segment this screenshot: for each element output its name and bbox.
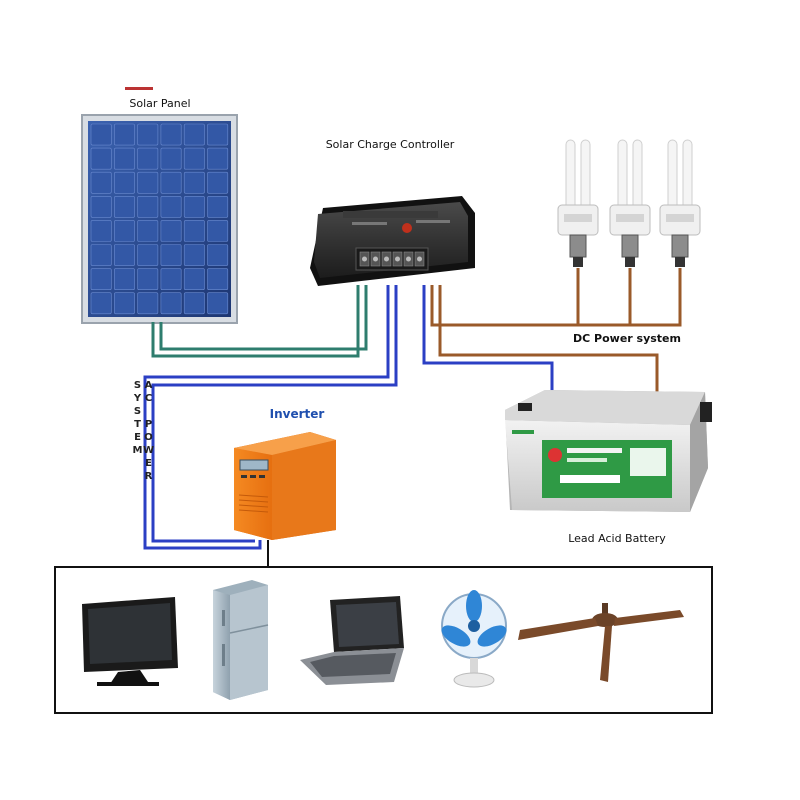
solar-cell — [114, 244, 135, 266]
dc-power-system-label: DC Power system — [573, 332, 681, 345]
dc-bulbs — [557, 139, 701, 267]
tv — [82, 597, 178, 686]
solar-panel-label: Solar Panel — [129, 97, 190, 110]
inverter-label: Inverter — [270, 407, 325, 421]
solar-cell — [137, 147, 159, 170]
solar-cell — [207, 171, 229, 194]
solar-cell — [183, 123, 205, 146]
solar-cell — [90, 171, 112, 194]
solar-cell — [114, 147, 135, 170]
solar-cell — [137, 292, 159, 315]
solar-cell — [160, 244, 182, 266]
battery-terminal — [518, 403, 532, 411]
controller-red-indicator — [402, 223, 412, 233]
solar-cell — [183, 171, 205, 194]
terminal-screw-head — [406, 256, 411, 262]
terminal-screw-head — [362, 256, 367, 262]
cfl-bulb — [609, 139, 651, 267]
ac-loads-frame — [54, 566, 713, 714]
refrigerator — [213, 580, 269, 700]
solar-cell — [114, 123, 135, 146]
solar-cell — [114, 268, 135, 291]
cfl-bulb — [659, 139, 701, 267]
blue-wires — [143, 285, 554, 550]
terminal-screw-head — [417, 256, 422, 262]
terminal-screw-head — [384, 256, 389, 262]
solar-cell — [114, 220, 135, 242]
table-fan — [441, 590, 507, 688]
laptop — [300, 596, 404, 685]
terminal-screw-head — [373, 256, 378, 262]
solar-cell — [183, 244, 205, 266]
solar-cell — [137, 268, 159, 291]
red-mark — [125, 87, 153, 90]
solar-cell — [90, 196, 112, 218]
cfl-bulb — [557, 139, 599, 267]
panel-cell-grid — [90, 123, 229, 315]
battery-label: Lead Acid Battery — [568, 532, 666, 545]
brown-wires — [430, 268, 682, 393]
solar-cell — [137, 171, 159, 194]
solar-panel — [81, 114, 238, 324]
solar-cell — [160, 123, 182, 146]
solar-cell — [90, 123, 112, 146]
solar-cell — [114, 292, 135, 315]
inverter — [234, 432, 336, 540]
solar-cell — [207, 220, 229, 242]
solar-cell — [160, 196, 182, 218]
solar-cell — [90, 292, 112, 315]
solar-cell — [183, 147, 205, 170]
solar-cell — [207, 147, 229, 170]
solar-cell — [183, 196, 205, 218]
solar-cell — [183, 268, 205, 291]
lead-acid-battery — [505, 390, 712, 512]
green-wires — [151, 285, 368, 358]
battery-handle — [700, 402, 712, 422]
charge-controller-label: Solar Charge Controller — [326, 138, 455, 151]
terminal-screw-head — [395, 256, 400, 262]
solar-cell — [90, 147, 112, 170]
solar-cell — [207, 268, 229, 291]
solar-cell — [137, 220, 159, 242]
solar-cell — [137, 244, 159, 266]
solar-cell — [137, 196, 159, 218]
solar-cell — [114, 171, 135, 194]
solar-cell — [207, 196, 229, 218]
solar-cell — [160, 268, 182, 291]
solar-cell — [207, 292, 229, 315]
solar-cell — [160, 292, 182, 315]
solar-cell — [160, 220, 182, 242]
solar-cell — [90, 244, 112, 266]
solar-cell — [207, 123, 229, 146]
ceiling-fan — [518, 603, 684, 682]
solar-cell — [90, 220, 112, 242]
solar-cell — [183, 292, 205, 315]
solar-cell — [114, 196, 135, 218]
solar-cell — [137, 123, 159, 146]
solar-cell — [207, 244, 229, 266]
solar-cell — [160, 171, 182, 194]
inverter-display — [239, 459, 269, 471]
solar-cell — [183, 220, 205, 242]
solar-cell — [90, 268, 112, 291]
solar-cell — [160, 147, 182, 170]
ac-power-system-label: AC POWER SYSTEM — [132, 380, 154, 484]
charge-controller — [310, 196, 475, 286]
